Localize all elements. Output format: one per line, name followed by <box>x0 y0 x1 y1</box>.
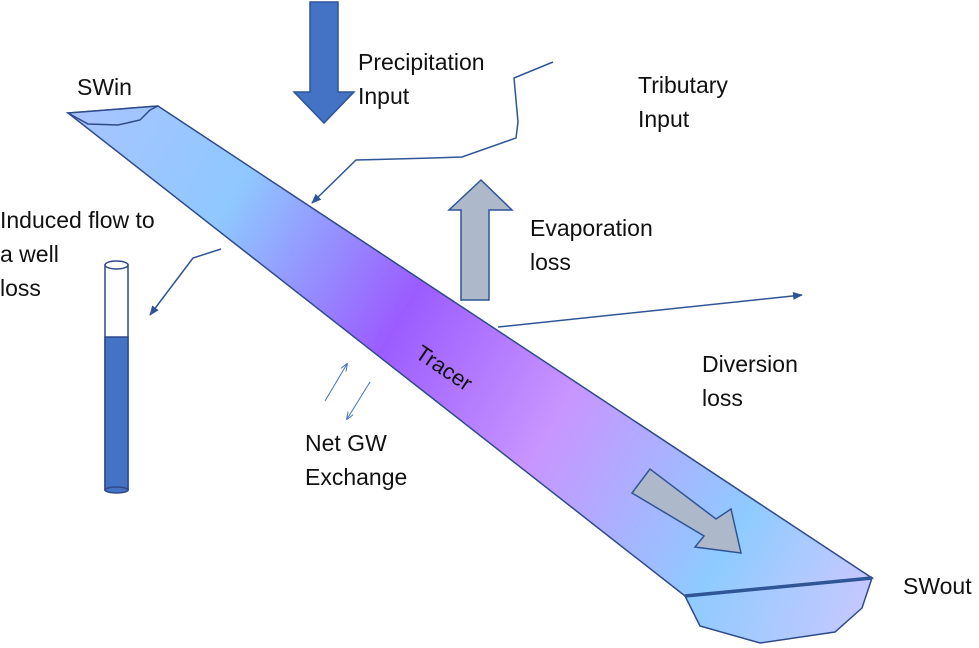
flow-direction-arrow <box>630 467 742 554</box>
tributary-label-line1: Tributary <box>638 72 728 98</box>
evaporation-loss-label: Evaporation loss <box>530 211 653 279</box>
inlet-cross-section <box>65 105 159 126</box>
well-icon <box>104 260 129 494</box>
outlet-water-surface <box>684 576 873 598</box>
gw-up-arrow <box>324 364 347 402</box>
precipitation-label-line2: Input <box>358 83 410 109</box>
precipitation-label-line1: Precipitation <box>358 49 485 75</box>
evaporation-arrow <box>447 178 514 301</box>
swin-label: SWin <box>77 74 132 100</box>
induced-flow-label: Induced flow to a well loss <box>0 203 155 305</box>
evaporation-label-line1: Evaporation <box>530 215 653 241</box>
net-gw-exchange-label: Net GW Exchange <box>305 426 407 494</box>
induced-label-line1: Induced flow to <box>0 207 155 233</box>
induced-label-line2: a well <box>0 241 59 267</box>
diversion-label-line2: loss <box>702 385 743 411</box>
evaporation-label-line2: loss <box>530 249 571 275</box>
precipitation-arrow <box>292 1 356 125</box>
tributary-input-label: Tributary Input <box>638 68 728 136</box>
tributary-line <box>311 61 554 204</box>
diversion-line <box>497 291 803 328</box>
diversion-loss-label: Diversion loss <box>702 347 798 415</box>
induced-flow-line <box>149 248 222 316</box>
gw-label-line2: Exchange <box>305 464 408 490</box>
diversion-label-line1: Diversion <box>702 351 798 377</box>
gw-label-line1: Net GW <box>305 430 387 456</box>
induced-label-line3: loss <box>0 275 41 301</box>
precipitation-input-label: Precipitation Input <box>358 45 485 113</box>
tributary-label-line2: Input <box>638 106 690 132</box>
gw-down-arrow <box>347 381 371 419</box>
swout-label: SWout <box>903 573 972 599</box>
well-water <box>104 336 129 491</box>
